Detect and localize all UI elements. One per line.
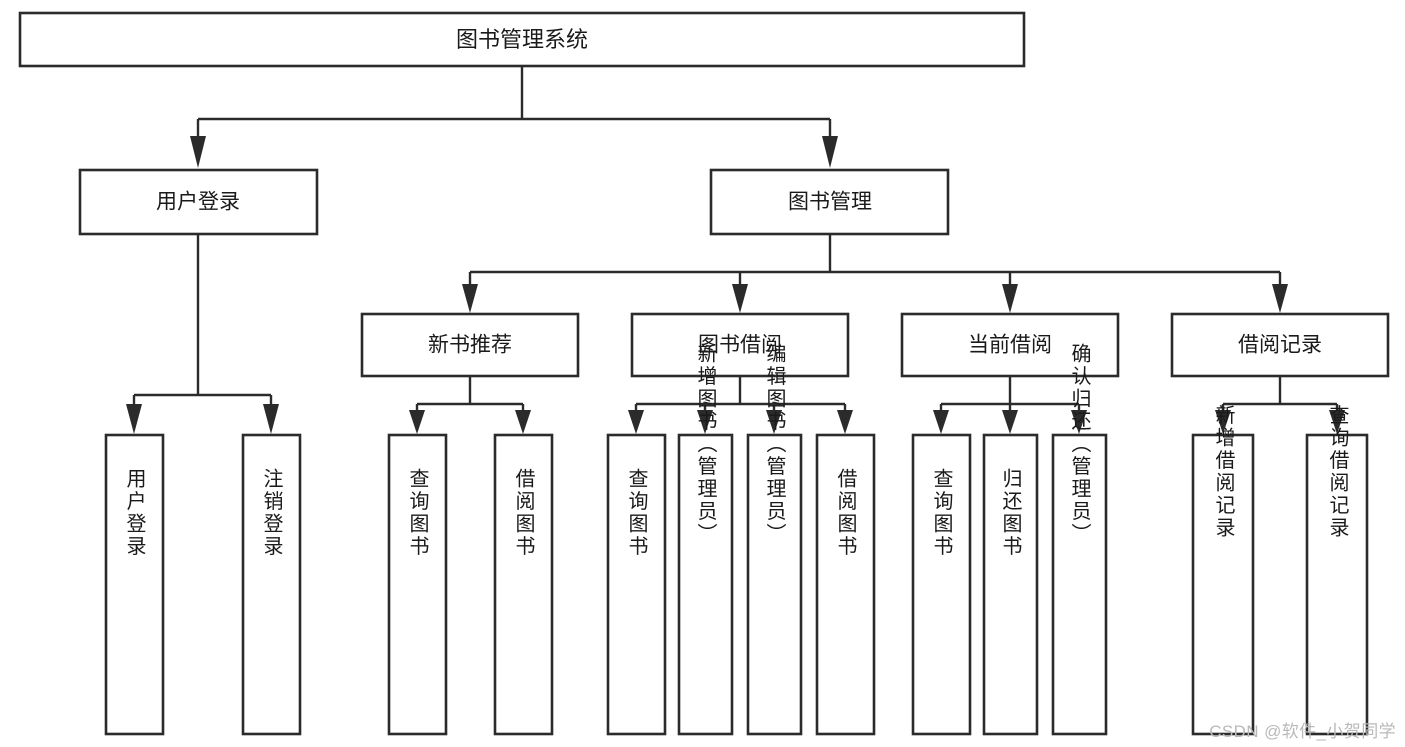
leaf-node-bb-query-book[interactable]: 查询图书 [606,433,667,736]
node-root[interactable]: 图书管理系统 [18,11,1026,68]
leaf-node-bb-edit-book[interactable]: 编辑图书（管理员） [746,342,803,736]
connector-group-current-borrow [933,376,1087,434]
watermark-text: CSDN @软件_小贺同学 [1209,722,1396,741]
leaf-node-cb-query-book[interactable]: 查询图书 [911,433,972,736]
connector-group-book-borrow [628,376,853,434]
node-root-box[interactable] [18,11,1026,68]
leaf-node-cb-confirm-return-label: 确认归还（管理员） [1068,342,1091,545]
node-borrow-record-box[interactable] [1170,312,1390,378]
leaf-node-nb-borrow-book-label: 借阅图书 [512,468,535,558]
arrow-head-bb-edit [766,410,782,434]
leaf-node-cb-return-book[interactable]: 归还图书 [982,433,1039,736]
arrow-head-cb-return [1002,410,1018,434]
leaf-node-cb-query-book-box[interactable] [911,433,972,736]
leaf-node-bb-add-book[interactable]: 新增图书（管理员） [677,342,734,736]
arrow-head-book-mgmt [822,136,838,168]
node-new-book-recommend-label: 新书推荐 [428,334,512,357]
node-book-borrow-box[interactable] [630,312,850,378]
leaf-node-logout-box[interactable] [241,433,302,736]
node-borrow-record-label: 借阅记录 [1238,334,1322,357]
leaf-node-bb-borrow-book[interactable]: 借阅图书 [815,433,876,736]
node-book-borrow-label: 图书借阅 [698,334,782,357]
arrow-head-br-add [1215,410,1231,434]
leaf-node-cb-query-book-label: 查询图书 [930,468,953,558]
leaf-node-bb-add-book-label: 新增图书（管理员） [694,342,717,545]
node-current-borrow-box[interactable] [900,312,1120,378]
leaf-node-br-add-record[interactable]: 新增借阅记录 [1191,404,1255,736]
leaf-node-user-login[interactable]: 用户登录 [104,433,165,736]
arrow-head-br-query [1329,410,1345,434]
leaf-node-user-login-box[interactable] [104,433,165,736]
connector-group-new-book [409,376,531,434]
leaf-node-br-query-record[interactable]: 查询借阅记录 [1305,404,1369,736]
leaf-node-nb-query-book-label: 查询图书 [406,468,429,558]
node-new-book-recommend-box[interactable] [360,312,580,378]
connector-group-borrow-record [1215,376,1345,434]
leaf-node-user-login-label: 用户登录 [123,468,146,558]
leaf-node-br-query-record-box[interactable] [1305,433,1369,736]
leaf-node-logout-label: 注销登录 [260,468,283,558]
leaf-node-bb-borrow-book-box[interactable] [815,433,876,736]
node-current-borrow[interactable]: 当前借阅 [900,312,1120,378]
arrow-head-borrow-record [1272,284,1288,313]
leaf-node-nb-borrow-book[interactable]: 借阅图书 [493,433,554,736]
leaf-node-nb-borrow-book-box[interactable] [493,433,554,736]
arrow-head-user-login [190,136,206,168]
node-user-login-label: 用户登录 [156,191,240,214]
arrow-head-bb-borrow [837,410,853,434]
arrow-head-cb-query [933,410,949,434]
arrow-head-bb-add [697,410,713,434]
arrow-head-nb-borrow [515,410,531,434]
leaf-node-cb-confirm-return-box[interactable] [1051,433,1108,736]
leaf-node-nb-query-book-box[interactable] [387,433,448,736]
arrow-head-leaf-user-login [126,404,142,434]
connector-group-user-login [126,234,279,434]
arrow-head-current-borrow [1002,284,1018,313]
node-book-borrow[interactable]: 图书借阅 [630,312,850,378]
node-root-label: 图书管理系统 [456,27,588,52]
leaf-node-bb-add-book-box[interactable] [677,433,734,736]
leaf-node-cb-confirm-return[interactable]: 确认归还（管理员） [1051,342,1108,736]
leaf-node-bb-edit-book-box[interactable] [746,433,803,736]
arrow-head-bb-query [628,410,644,434]
node-user-login[interactable]: 用户登录 [78,168,319,236]
leaf-node-cb-return-book-label: 归还图书 [999,468,1022,558]
leaf-node-br-query-record-label: 查询借阅记录 [1326,404,1349,539]
node-new-book-recommend[interactable]: 新书推荐 [360,312,580,378]
leaf-node-br-add-record-box[interactable] [1191,433,1255,736]
node-borrow-record[interactable]: 借阅记录 [1170,312,1390,378]
leaf-node-logout[interactable]: 注销登录 [241,433,302,736]
leaf-node-bb-edit-book-label: 编辑图书（管理员） [763,342,786,545]
connector-group-book-mgmt [462,234,1288,313]
leaf-node-bb-query-book-label: 查询图书 [625,468,648,558]
arrow-head-nb-query [409,410,425,434]
node-user-login-box[interactable] [78,168,319,236]
leaf-node-bb-borrow-book-label: 借阅图书 [834,468,857,558]
arrow-head-cb-confirm [1071,410,1087,434]
leaf-node-br-add-record-label: 新增借阅记录 [1212,404,1235,539]
leaf-node-cb-return-book-box[interactable] [982,433,1039,736]
node-current-borrow-label: 当前借阅 [968,334,1052,357]
node-book-management-box[interactable] [709,168,950,236]
leaf-node-nb-query-book[interactable]: 查询图书 [387,433,448,736]
arrow-head-new-book [462,284,478,313]
connector-group-root [190,66,838,168]
node-book-management[interactable]: 图书管理 [709,168,950,236]
arrow-head-leaf-logout [263,404,279,434]
leaf-node-bb-query-book-box[interactable] [606,433,667,736]
node-book-management-label: 图书管理 [788,191,872,214]
arrow-head-book-borrow [732,284,748,313]
